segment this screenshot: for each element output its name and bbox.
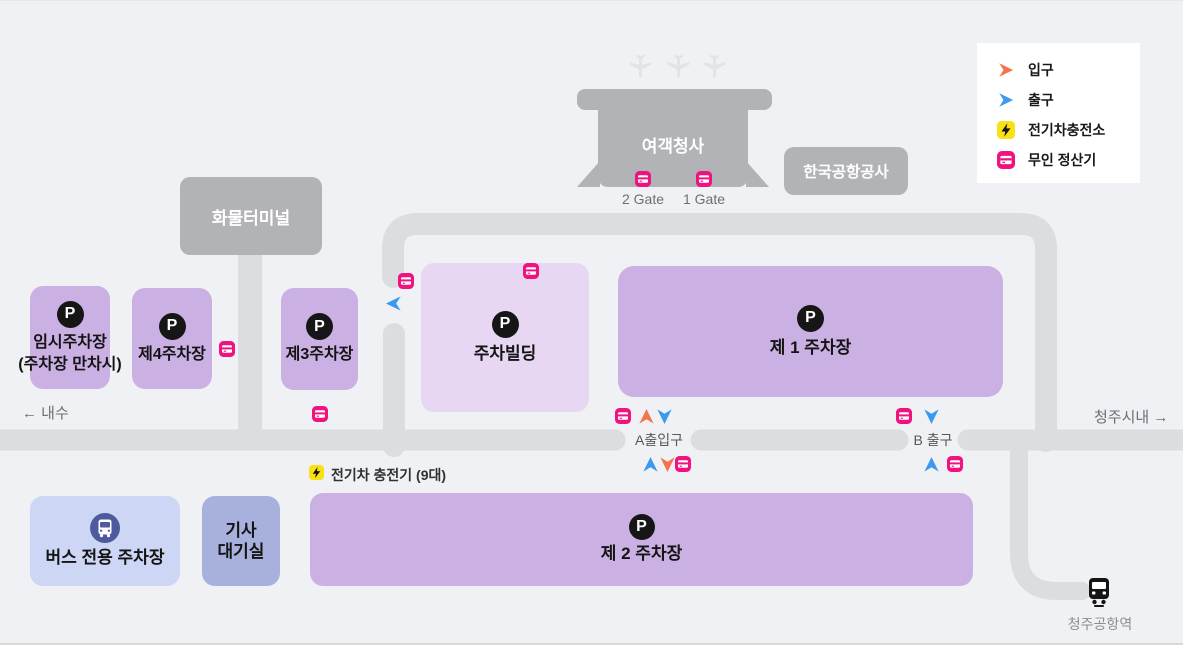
airport-corporation: 한국공항공사 (784, 147, 908, 195)
parking-lot-1-label: 제 1 주차장 (769, 337, 852, 357)
legend: 입구 출구 전기차충전소 무인 정산기 (977, 43, 1140, 183)
parking-lot-3-label: 제3주차장 (285, 346, 354, 363)
ev-charger-icon (309, 465, 324, 480)
legend-kiosk-label: 무인 정산기 (1028, 152, 1097, 168)
station-label: 청주공항역 (1067, 616, 1133, 632)
airplane-icon (702, 53, 727, 78)
payment-kiosk-icon (398, 273, 414, 289)
payment-kiosk-icon (312, 406, 328, 422)
east-direction-label: 청주시내 → (1094, 409, 1169, 426)
parking-icon: P (797, 304, 824, 332)
legend-exit-label: 출구 (1028, 92, 1054, 108)
passenger-terminal-label: 여객청사 (641, 136, 705, 156)
parking-lot-2: P 제 2 주차장 (310, 493, 973, 586)
bus-parking-lot: 버스 전용 주차장 (30, 496, 180, 586)
gate1-label: 1 Gate (682, 191, 726, 207)
station-road (1010, 434, 1091, 600)
cargo-terminal: 화물터미널 (180, 177, 322, 255)
parking-lot-1: P 제 1 주차장 (618, 266, 1003, 397)
exit-arrow-down-icon (922, 407, 941, 426)
ev-charger-icon (997, 121, 1015, 139)
gate-b-label: B 출구 (913, 432, 953, 448)
driver-waiting-room: 기사 대기실 (202, 496, 280, 586)
parking-icon: P (158, 312, 186, 340)
parking-icon: P (628, 514, 655, 541)
parking-lot-4: P 제4주차장 (132, 288, 212, 389)
parking-lot-2-label: 제 2 주차장 (600, 544, 683, 564)
driver-room-label-line2: 대기실 (217, 542, 265, 561)
payment-kiosk-icon (896, 408, 912, 424)
payment-kiosk-icon (675, 456, 691, 472)
legend-item-payment-kiosk: 무인 정산기 (997, 145, 1140, 175)
gate2-label: 2 Gate (621, 191, 665, 207)
payment-kiosk-icon (219, 341, 235, 357)
parking-lot-4-label: 제4주차장 (138, 345, 206, 363)
parking-building: P 주차빌딩 (421, 263, 589, 412)
exit-arrow-up-icon (922, 455, 941, 474)
payment-kiosk-icon (523, 263, 539, 279)
parking-icon: P (306, 313, 333, 340)
airport-corporation-label: 한국공항공사 (803, 164, 889, 181)
gate-a-label: A출입구 (635, 432, 683, 448)
cargo-terminal-label: 화물터미널 (211, 208, 291, 228)
driver-room-label-line1: 기사 (225, 520, 257, 540)
airplane-icon (666, 53, 691, 78)
payment-kiosk-icon (947, 456, 963, 472)
exit-arrow-icon (997, 91, 1015, 109)
exit-arrow-left-icon (384, 294, 403, 313)
airplane-icon (628, 53, 653, 78)
entrance-arrow-up-icon (637, 407, 656, 426)
passenger-terminal: 여객청사 (598, 101, 748, 187)
train-station-icon (1089, 578, 1109, 607)
legend-item-ev-charger: 전기차충전소 (997, 115, 1140, 145)
legend-entrance-label: 입구 (1028, 62, 1054, 78)
payment-kiosk-icon (635, 171, 651, 187)
terminal-loop-road (382, 213, 1057, 452)
west-direction-label: ← 내수 (22, 405, 69, 422)
parking-building-label: 주차빌딩 (473, 343, 537, 363)
legend-item-exit: 출구 (997, 85, 1140, 115)
ev-charger-count-label: 전기차 충전기 (9대) (331, 467, 447, 483)
payment-kiosk-icon (997, 151, 1015, 169)
payment-kiosk-icon (615, 408, 631, 424)
bus-icon (90, 513, 120, 544)
bus-parking-label: 버스 전용 주차장 (45, 548, 165, 568)
legend-ev-label: 전기차충전소 (1028, 122, 1106, 138)
parking-lot-3: P 제3주차장 (281, 288, 358, 390)
parking-icon: P (56, 300, 84, 328)
temp-parking-lot: P 임시주차장 (주차장 만차시) (18, 286, 122, 389)
entrance-arrow-icon (997, 61, 1015, 79)
exit-arrow-down-icon (655, 407, 674, 426)
temp-parking-label-line1: 임시주차장 (33, 333, 107, 351)
payment-kiosk-icon (696, 171, 712, 187)
parking-icon: P (491, 310, 519, 338)
temp-parking-label-line2: (주차장 만차시) (18, 355, 122, 373)
legend-item-entrance: 입구 (997, 55, 1140, 85)
